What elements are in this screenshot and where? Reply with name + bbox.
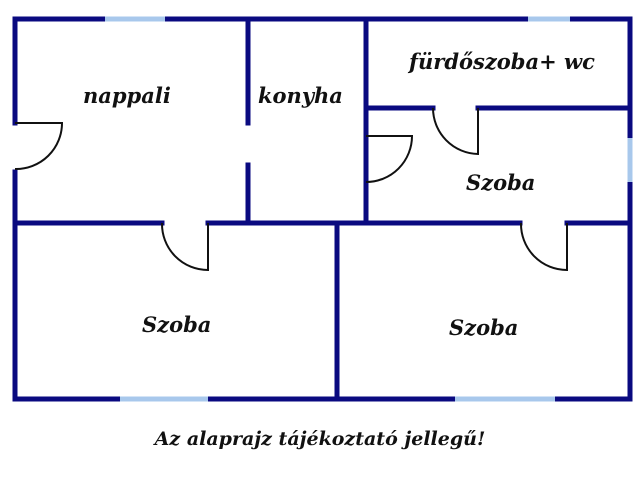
room-label-nappali: nappali: [83, 83, 171, 108]
room-label-konyha: konyha: [258, 83, 343, 108]
room-label-furdoszoba: fürdőszoba+ wc: [407, 49, 595, 74]
konyha-door-icon: [365, 135, 414, 183]
bathroom-door-icon: [432, 107, 479, 156]
room-label-szoba-bottom-right: Szoba: [449, 315, 518, 340]
bottom-right-door-icon: [519, 222, 568, 272]
doors: [14, 107, 568, 272]
disclaimer-caption: Az alaprajz tájékoztató jellegű!: [154, 428, 486, 450]
room-label-szoba-right: Szoba: [466, 170, 535, 195]
bottom-left-door-icon: [160, 222, 209, 272]
windows: [105, 16, 633, 402]
walls: [12, 16, 633, 402]
room-label-szoba-bottom-left: Szoba: [142, 312, 211, 337]
entrance-door-icon: [14, 122, 64, 171]
